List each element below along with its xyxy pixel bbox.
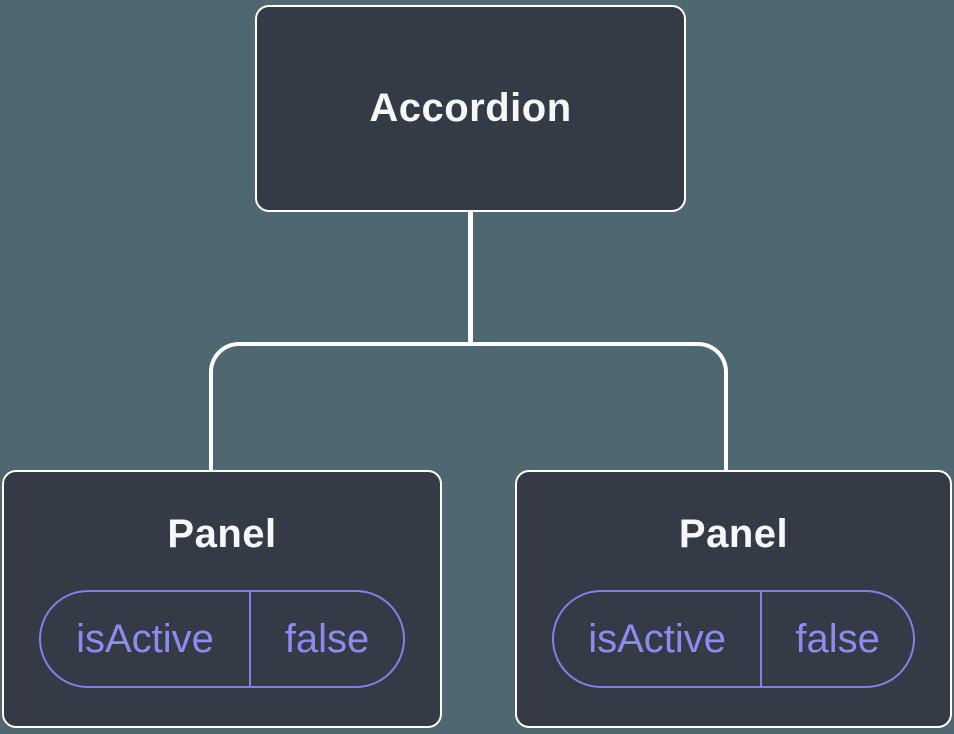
panel-node-right-label: Panel <box>678 512 789 556</box>
connector-branch-lines <box>209 342 728 470</box>
state-key-left: isActive <box>41 592 251 686</box>
accordion-node-label: Accordion <box>369 86 572 130</box>
panel-node-left: Panel isActive false <box>2 470 442 728</box>
state-value-right: false <box>795 616 880 661</box>
state-key-right: isActive <box>554 592 763 686</box>
accordion-node: Accordion <box>255 5 686 212</box>
state-pill-left: isActive false <box>39 590 405 688</box>
state-pill-right: isActive false <box>552 590 915 688</box>
panel-node-left-label: Panel <box>167 512 277 556</box>
panel-node-right: Panel isActive false <box>515 470 952 728</box>
state-value-left: false <box>284 616 370 661</box>
connector-root-stem <box>468 212 473 344</box>
